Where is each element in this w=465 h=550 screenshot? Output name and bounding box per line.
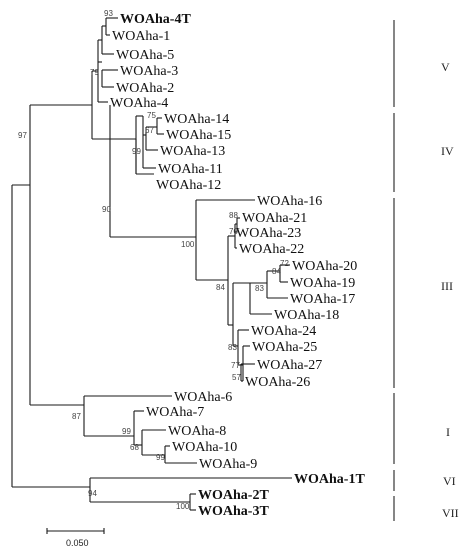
scale-bar: 0.050 xyxy=(46,528,105,548)
bootstrap-value: 77 xyxy=(231,361,240,370)
leaf-label: WOAha-17 xyxy=(290,292,355,307)
leaf-label: WOAha-12 xyxy=(156,178,221,193)
leaf-label: WOAha-1 xyxy=(112,29,170,44)
leaf-label: WOAha-4 xyxy=(110,96,168,111)
leaf-label: WOAha-15 xyxy=(166,128,231,143)
leaf-label: WOAha-13 xyxy=(160,144,225,159)
leaf-label: WOAha-9 xyxy=(199,457,257,472)
leaf-label: WOAha-22 xyxy=(239,242,304,257)
leaf-label: WOAha-23 xyxy=(236,226,301,241)
leaf-label: WOAha-7 xyxy=(146,405,204,420)
leaf-labels: WOAha-4T WOAha-1 WOAha-5 WOAha-3 WOAha-2… xyxy=(110,12,365,519)
leaf-label: WOAha-25 xyxy=(252,340,317,355)
leaf-label: WOAha-3T xyxy=(198,504,269,519)
clade-label-i: I xyxy=(446,425,450,439)
leaf-label: WOAha-6 xyxy=(174,390,232,405)
bootstrap-value: 83 xyxy=(228,343,237,352)
bootstrap-value: 90 xyxy=(102,205,111,214)
bootstrap-value: 70 xyxy=(229,227,238,236)
leaf-label: WOAha-5 xyxy=(116,48,174,63)
bootstrap-value: 79 xyxy=(90,68,99,77)
leaf-label: WOAha-11 xyxy=(158,162,223,177)
bootstrap-value: 88 xyxy=(229,211,238,220)
leaf-label: WOAha-10 xyxy=(172,440,237,455)
bootstrap-value: 57 xyxy=(232,373,241,382)
bootstrap-value: 99 xyxy=(156,453,165,462)
clade-label-vii: VII xyxy=(442,506,459,520)
bootstrap-value: 67 xyxy=(145,126,154,135)
leaf-label: WOAha-21 xyxy=(242,211,307,226)
clade-label-vi: VI xyxy=(443,474,456,488)
bootstrap-value: 72 xyxy=(280,259,289,268)
tree-branches xyxy=(11,17,292,511)
bootstrap-value: 93 xyxy=(104,9,113,18)
leaf-label: WOAha-20 xyxy=(292,259,357,274)
bootstrap-value: 84 xyxy=(216,283,225,292)
clade-label-iv: IV xyxy=(441,144,454,158)
bootstrap-values: 93 79 97 75 67 99 90 88 70 100 72 84 83 … xyxy=(18,9,289,511)
leaf-label: WOAha-2T xyxy=(198,488,269,503)
bootstrap-value: 97 xyxy=(18,131,27,140)
bootstrap-value: 99 xyxy=(122,427,131,436)
bootstrap-value: 100 xyxy=(181,240,195,249)
bootstrap-value: 75 xyxy=(147,111,156,120)
leaf-label: WOAha-4T xyxy=(120,12,191,27)
bootstrap-value: 99 xyxy=(132,147,141,156)
clade-label-iii: III xyxy=(441,279,453,293)
leaf-label: WOAha-14 xyxy=(164,112,229,127)
leaf-label: WOAha-2 xyxy=(116,81,174,96)
leaf-label: WOAha-18 xyxy=(274,308,339,323)
leaf-label: WOAha-19 xyxy=(290,276,355,291)
bootstrap-value: 87 xyxy=(72,412,81,421)
clade-brackets: V IV III I VI VII xyxy=(393,20,459,521)
leaf-label: WOAha-3 xyxy=(120,64,178,79)
bootstrap-value: 83 xyxy=(255,284,264,293)
bootstrap-value: 100 xyxy=(176,502,190,511)
leaf-label: WOAha-27 xyxy=(257,358,322,373)
bootstrap-value: 84 xyxy=(272,267,281,276)
leaf-label: WOAha-8 xyxy=(168,424,226,439)
bootstrap-value: 68 xyxy=(130,443,139,452)
leaf-label: WOAha-24 xyxy=(251,324,316,339)
leaf-label: WOAha-1T xyxy=(294,472,365,487)
leaf-label: WOAha-16 xyxy=(257,194,322,209)
bootstrap-value: 94 xyxy=(88,489,97,498)
scale-bar-label: 0.050 xyxy=(66,538,89,548)
clade-label-v: V xyxy=(441,60,450,74)
leaf-label: WOAha-26 xyxy=(245,375,310,390)
